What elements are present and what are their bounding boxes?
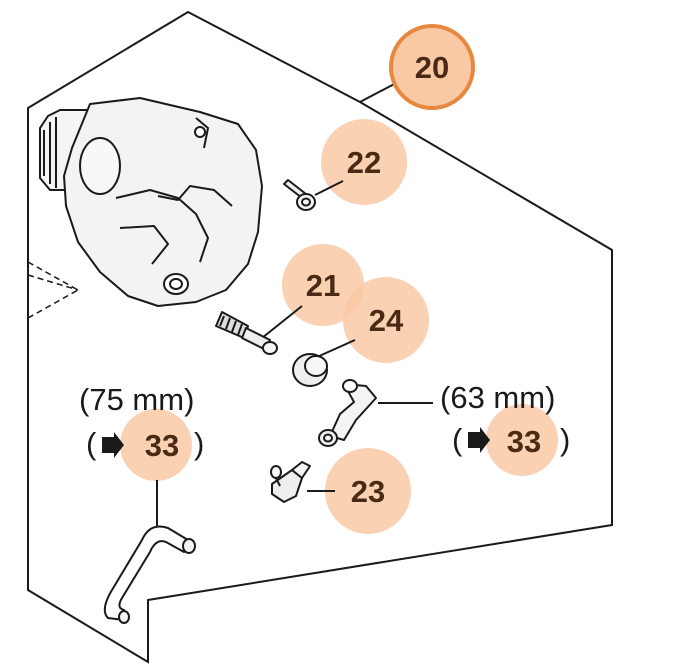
assembly-outline (27, 10, 613, 664)
callout-20: 20 (415, 50, 449, 85)
ref-left-close-paren: ) (194, 426, 205, 461)
ref-right-open-paren: ( (452, 422, 463, 457)
callout-23-circle (325, 448, 411, 534)
callout-24: 24 (369, 303, 404, 338)
hose-75mm-length-label: (75 mm) (79, 382, 195, 417)
leader-lines (156, 180, 433, 527)
callout-21-circle (282, 244, 364, 326)
ref-left-open-paren: ( (86, 426, 97, 461)
callout-22-circle (321, 119, 407, 205)
part-24-cap (292, 353, 328, 387)
hose-63mm (318, 379, 377, 447)
callout-33-left-circle (120, 409, 192, 481)
callout-20-circle (389, 24, 475, 110)
part-21-screw (215, 311, 278, 355)
callout-33-right: 33 (507, 424, 541, 459)
callout-24-circle (343, 277, 429, 363)
hidden-edge-dashes (27, 261, 79, 319)
hose-75mm (103, 525, 196, 624)
callout-33-left: 33 (145, 428, 179, 463)
part-22-screw (283, 179, 316, 211)
callout-22: 22 (347, 145, 381, 180)
part-23-fitting (270, 461, 311, 503)
ref-right-close-paren: ) (560, 422, 571, 457)
callout-33-right-circle (486, 404, 558, 476)
callout-23: 23 (351, 474, 385, 509)
arrow-right-icon (102, 432, 124, 458)
callout-circles (120, 24, 558, 534)
callout-21: 21 (306, 268, 340, 303)
hose-63mm-length-label: (63 mm) (440, 380, 556, 415)
arrow-right-icon (468, 427, 490, 453)
callout-numbers: 20 22 21 24 23 33 33 (145, 50, 541, 509)
carburetor-body (39, 97, 263, 307)
